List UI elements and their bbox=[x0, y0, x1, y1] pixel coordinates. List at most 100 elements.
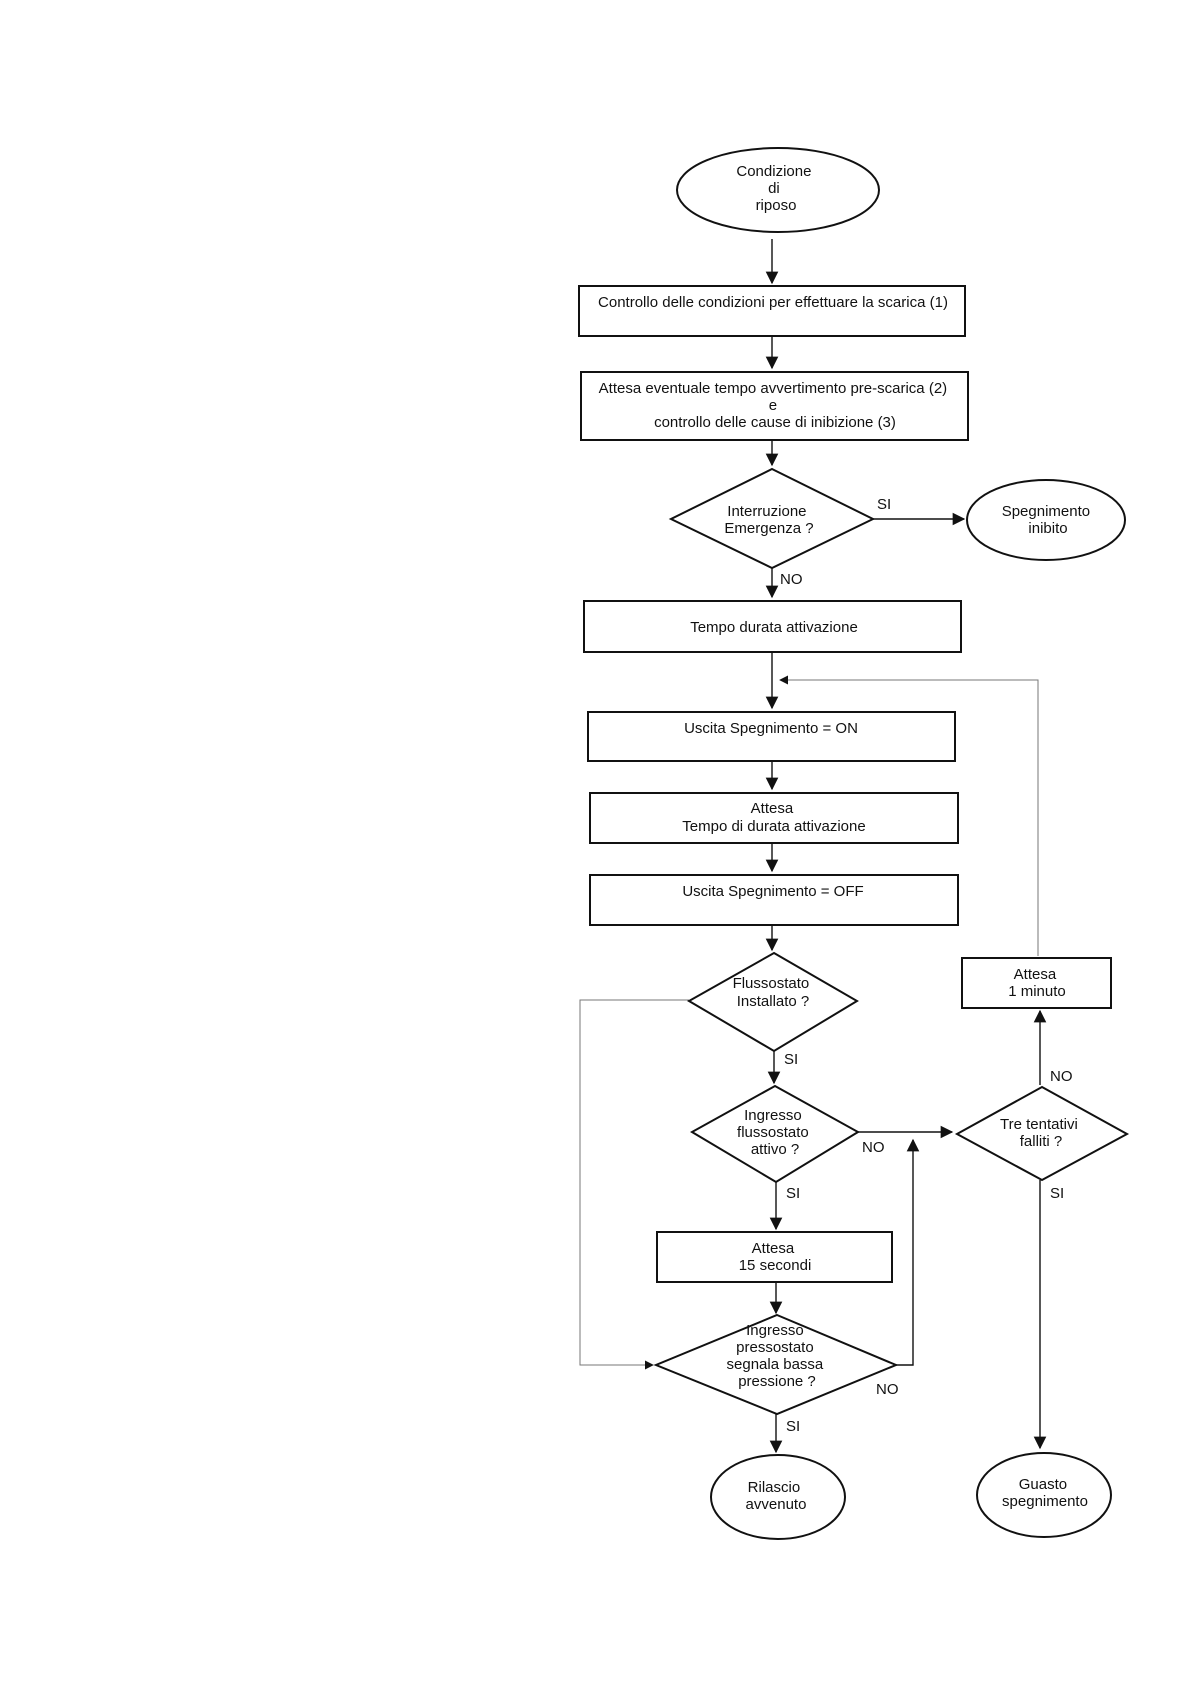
label-line: 15 secondi bbox=[739, 1257, 812, 1274]
label-line: Installato ? bbox=[737, 993, 810, 1010]
label-line: Emergenza ? bbox=[724, 520, 813, 537]
wait-prewarning-box bbox=[580, 371, 969, 441]
attempts-no-label: NO bbox=[1050, 1068, 1073, 1085]
label-line: Uscita Spegnimento = ON bbox=[684, 720, 858, 737]
flow-active-no-label: NO bbox=[862, 1139, 885, 1156]
check-conditions-box bbox=[578, 285, 966, 337]
label-line: pressostato bbox=[736, 1339, 814, 1356]
label-line: Attesa eventuale tempo avvertimento pre-… bbox=[599, 380, 948, 397]
output-off-label: Uscita Spegnimento = OFF bbox=[682, 883, 863, 900]
label-line: controllo delle cause di inibizione (3) bbox=[654, 414, 896, 431]
label-line: flussostato bbox=[737, 1124, 809, 1141]
node-emergency-question: Interruzione Emergenza ? bbox=[668, 467, 876, 570]
check-conditions-label: Controllo delle condizioni per effettuar… bbox=[598, 294, 948, 311]
fault-terminal bbox=[976, 1452, 1112, 1538]
emergency-yes-label: SI bbox=[877, 496, 891, 513]
emergency-no-label: NO bbox=[780, 571, 803, 588]
wait-15s-label: Attesa 15 secondi bbox=[739, 1240, 812, 1274]
activation-time-box bbox=[583, 600, 962, 653]
flow-active-diamond bbox=[689, 1084, 860, 1184]
start-label: Condizione di riposo bbox=[736, 163, 815, 214]
wait-1min-label: Attesa 1 minuto bbox=[1008, 966, 1066, 1000]
edge-flowinstalled-no-pressure bbox=[579, 999, 689, 1370]
inhibited-terminal bbox=[966, 479, 1126, 561]
three-attempts-label: Tre tentativi falliti ? bbox=[1000, 1116, 1082, 1150]
flow-installed-label: Flussostato Installato ? bbox=[733, 975, 814, 1010]
node-wait-activation: Attesa Tempo di durata attivazione bbox=[589, 792, 959, 844]
node-start: Condizione di riposo bbox=[676, 147, 880, 233]
node-activation-time: Tempo durata attivazione bbox=[583, 600, 962, 653]
flow-active-label: Ingresso flussostato attivo ? bbox=[737, 1107, 813, 1158]
flow-installed-yes-label: SI bbox=[784, 1051, 798, 1068]
label-line: Rilascio bbox=[748, 1479, 801, 1496]
label-line: Attesa bbox=[751, 800, 794, 817]
wait-activation-label: Attesa Tempo di durata attivazione bbox=[682, 800, 865, 835]
wait-activation-box bbox=[589, 792, 959, 844]
label-line: Uscita Spegnimento = OFF bbox=[682, 883, 863, 900]
edge-pressure-no bbox=[896, 1138, 920, 1366]
label-line: Controllo delle condizioni per effettuar… bbox=[598, 294, 948, 311]
label-line: Guasto bbox=[1019, 1476, 1067, 1493]
label-line: avvenuto bbox=[746, 1496, 807, 1513]
fault-label: Guasto spegnimento bbox=[1002, 1476, 1088, 1510]
label-line: 1 minuto bbox=[1008, 983, 1066, 1000]
inhibited-label: Spegnimento inibito bbox=[1002, 503, 1095, 537]
released-terminal bbox=[710, 1454, 846, 1540]
label-line: Flussostato bbox=[733, 975, 810, 992]
node-wait-15s: Attesa 15 secondi bbox=[656, 1231, 893, 1283]
wait-15s-box bbox=[656, 1231, 893, 1283]
label-line: spegnimento bbox=[1002, 1493, 1088, 1510]
pressure-diamond bbox=[653, 1313, 899, 1416]
node-output-on: Uscita Spegnimento = ON bbox=[587, 711, 956, 762]
label-line: Ingresso bbox=[744, 1107, 802, 1124]
node-released: Rilascio avvenuto bbox=[710, 1454, 846, 1540]
label-line: Condizione bbox=[736, 163, 811, 180]
flow-active-yes-label: SI bbox=[786, 1185, 800, 1202]
label-line: Spegnimento bbox=[1002, 503, 1090, 520]
pressure-label: Ingresso pressostato segnala bassa press… bbox=[727, 1322, 828, 1390]
label-line: Tempo durata attivazione bbox=[690, 619, 858, 636]
released-label: Rilascio avvenuto bbox=[746, 1479, 807, 1513]
flow-installed-diamond bbox=[686, 951, 859, 1053]
label-line: attivo ? bbox=[751, 1141, 799, 1158]
label-line: pressione ? bbox=[738, 1373, 816, 1390]
node-output-off: Uscita Spegnimento = OFF bbox=[589, 874, 959, 926]
node-check-conditions: Controllo delle condizioni per effettuar… bbox=[578, 285, 966, 337]
label-line: Attesa bbox=[1014, 966, 1057, 983]
wait-prewarning-label: Attesa eventuale tempo avvertimento pre-… bbox=[599, 380, 952, 431]
label-line: Interruzione bbox=[727, 503, 806, 520]
pressure-no-label: NO bbox=[876, 1381, 899, 1398]
node-flow-installed-question: Flussostato Installato ? bbox=[686, 951, 859, 1053]
label-line: riposo bbox=[756, 197, 797, 214]
output-on-box bbox=[587, 711, 956, 762]
three-attempts-diamond bbox=[954, 1085, 1130, 1182]
emergency-label: Interruzione Emergenza ? bbox=[724, 503, 813, 537]
wait-1min-box bbox=[961, 957, 1112, 1009]
label-line: Attesa bbox=[752, 1240, 795, 1257]
start-terminal bbox=[676, 147, 880, 233]
node-flow-active-question: Ingresso flussostato attivo ? bbox=[689, 1084, 860, 1184]
node-pressure-question: Ingresso pressostato segnala bassa press… bbox=[653, 1313, 899, 1416]
attempts-yes-label: SI bbox=[1050, 1185, 1064, 1202]
connectors bbox=[579, 239, 1047, 1454]
output-off-box bbox=[589, 874, 959, 926]
node-inhibited: Spegnimento inibito bbox=[966, 479, 1126, 561]
label-line: segnala bassa bbox=[727, 1356, 824, 1373]
label-line: Tempo di durata attivazione bbox=[682, 818, 865, 835]
node-three-attempts-question: Tre tentativi falliti ? bbox=[954, 1085, 1130, 1182]
emergency-diamond bbox=[668, 467, 876, 570]
label-line: e bbox=[769, 397, 777, 414]
edge-wait1min-loop bbox=[779, 675, 1039, 956]
node-wait-prewarning: Attesa eventuale tempo avvertimento pre-… bbox=[580, 371, 969, 441]
label-line: falliti ? bbox=[1020, 1133, 1063, 1150]
label-line: inibito bbox=[1028, 520, 1067, 537]
label-line: Ingresso bbox=[746, 1322, 804, 1339]
label-line: di bbox=[768, 180, 780, 197]
activation-time-label: Tempo durata attivazione bbox=[690, 619, 858, 636]
output-on-label: Uscita Spegnimento = ON bbox=[684, 720, 858, 737]
label-line: Tre tentativi bbox=[1000, 1116, 1078, 1133]
node-fault: Guasto spegnimento bbox=[976, 1452, 1112, 1538]
pressure-yes-label: SI bbox=[786, 1418, 800, 1435]
node-wait-1min: Attesa 1 minuto bbox=[961, 957, 1112, 1009]
